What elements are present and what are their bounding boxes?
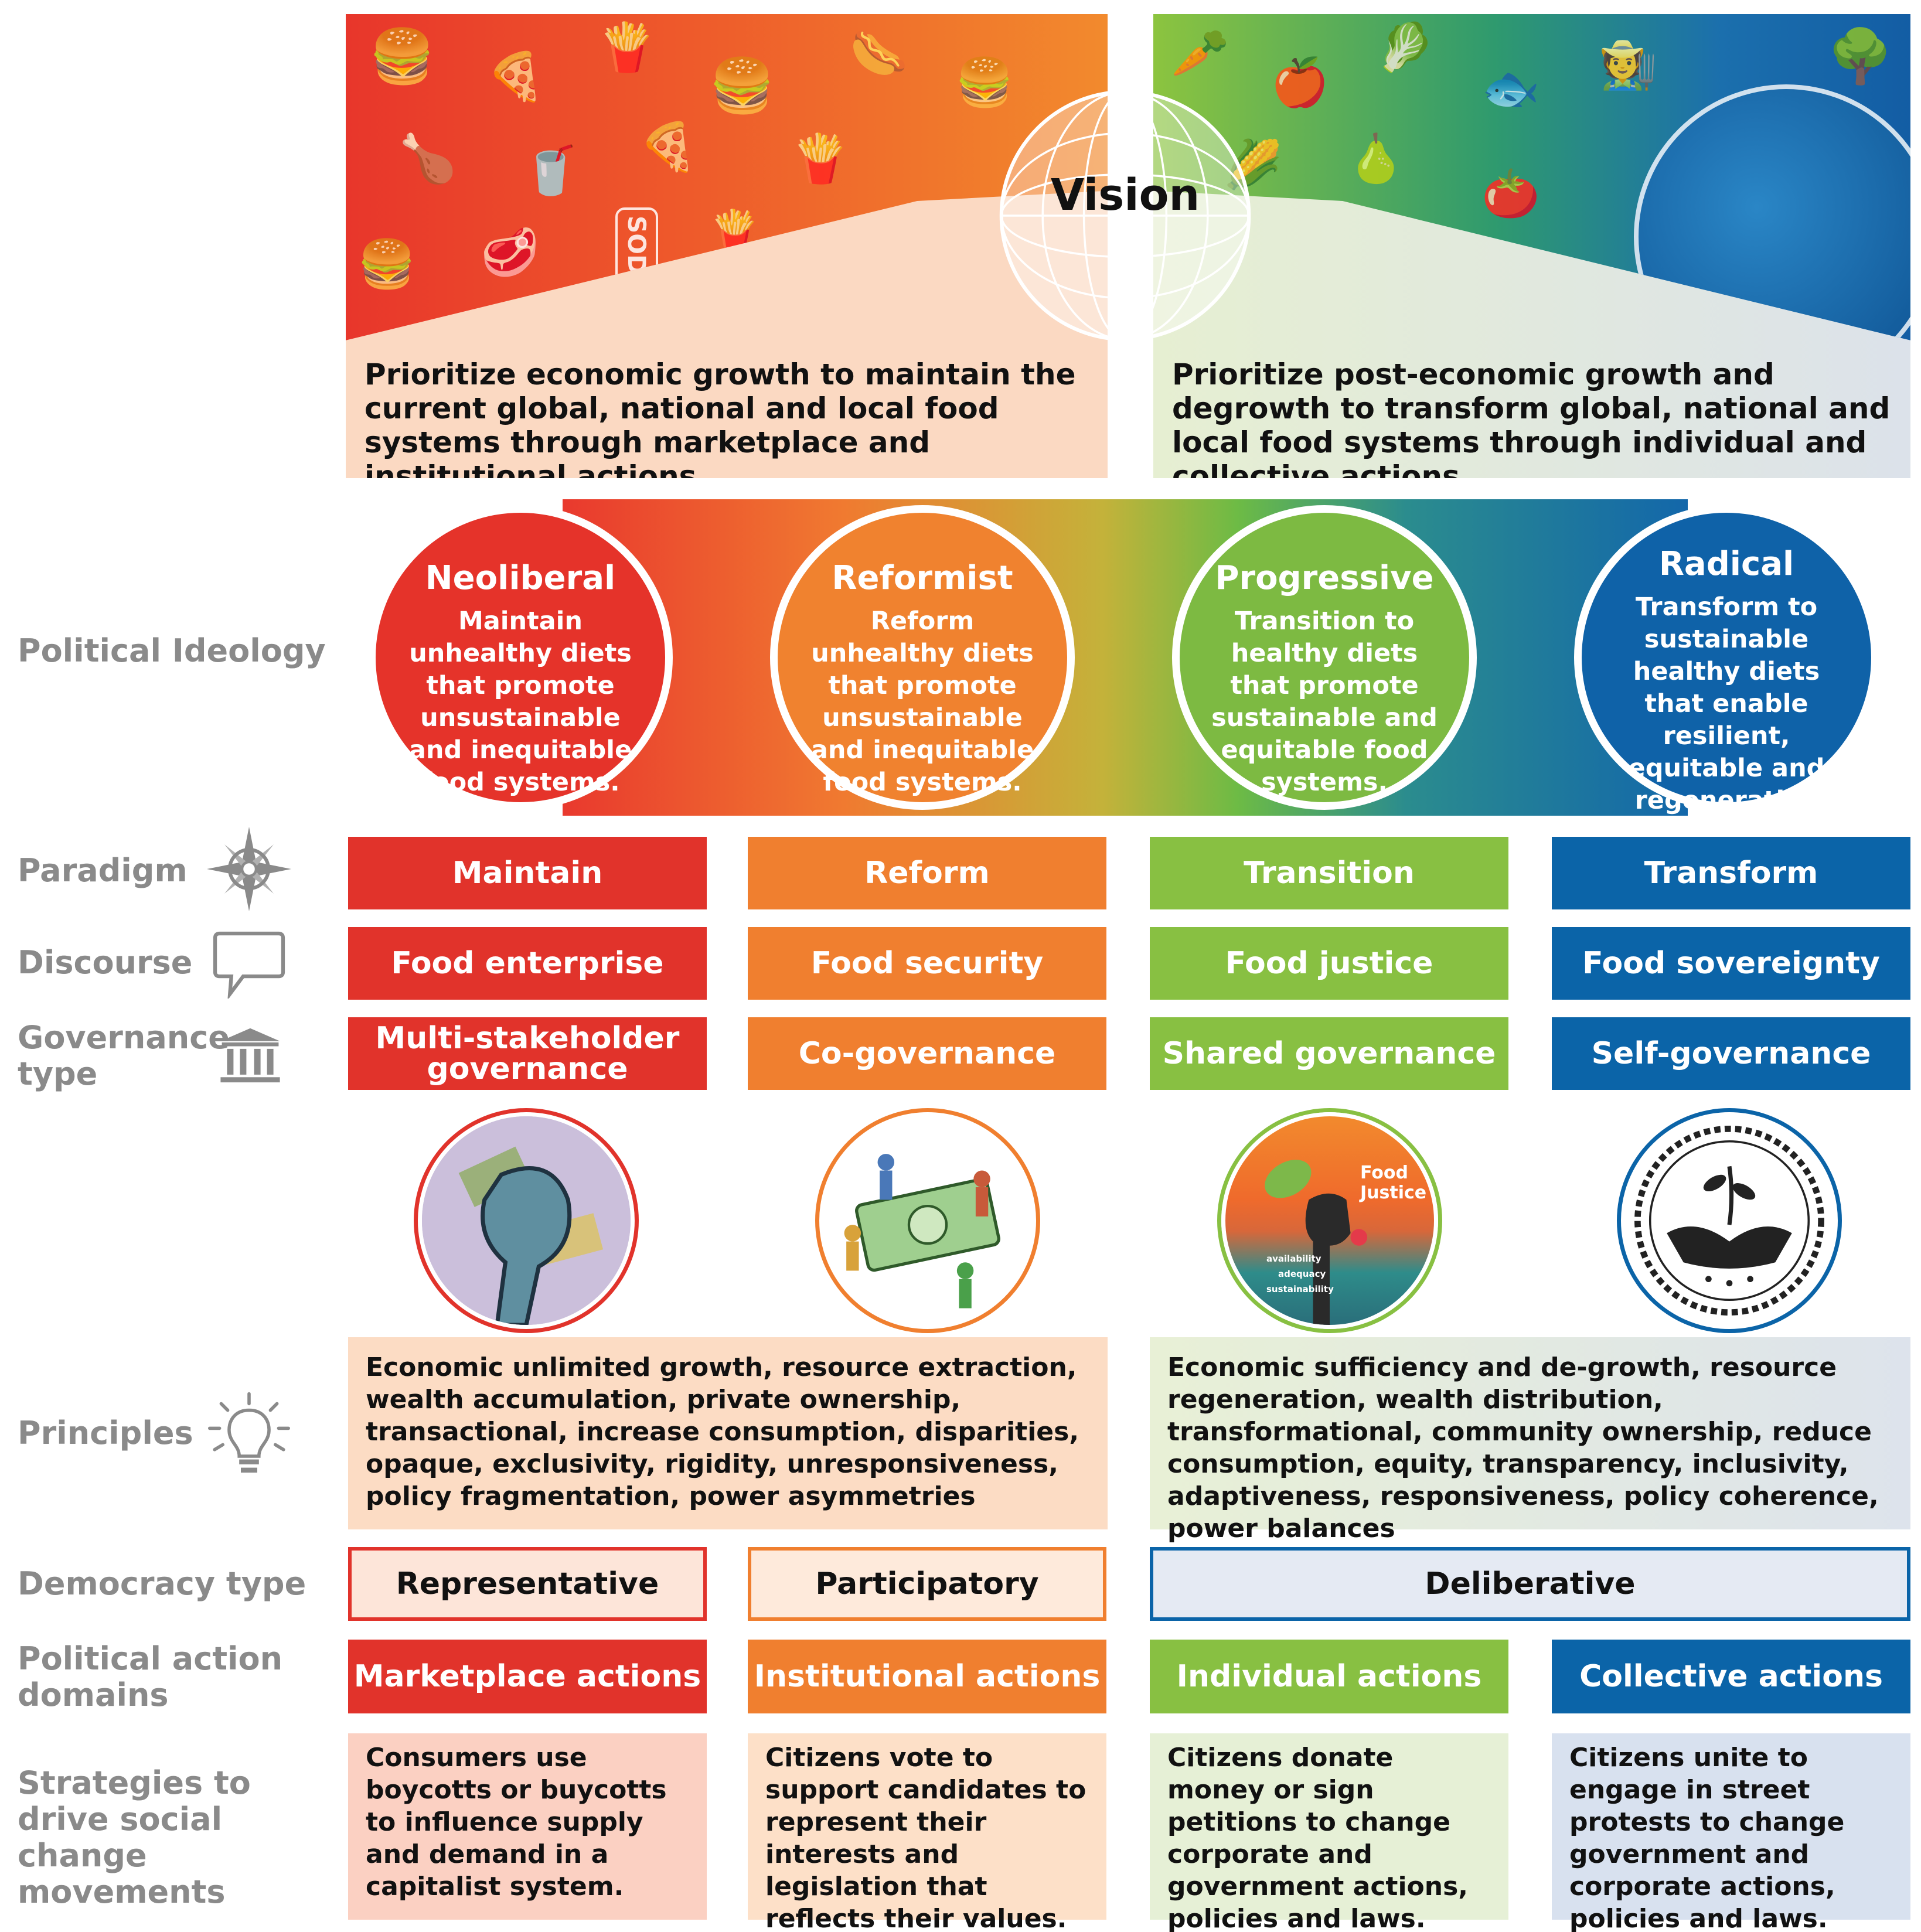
discourse-food-justice: Food justice [1150,927,1508,1000]
tomato-doodle-icon: 🍅 [1481,166,1540,221]
strategy-institutional: Citizens vote to support candidates to r… [748,1733,1106,1932]
discourse-food-sovereignty: Food sovereignty [1552,927,1910,1000]
corn-doodle-icon: 🌽 [1224,137,1282,192]
vision-right-text: Prioritize post-economic growth and degr… [1172,357,1891,478]
food-justice-poster-title: Food Justice [1360,1163,1427,1203]
soda-bottle-doodle: SODA [615,207,658,302]
governance-multi-stakeholder: Multi-stakeholder governance [348,1017,707,1090]
hotdog-doodle-icon: 🌭 [850,26,908,80]
ideology-reformist: Reformist Reform unhealthy diets that pr… [770,505,1075,810]
strategy-individual: Citizens donate money or sign petitions … [1150,1733,1508,1932]
ideology-neoliberal: Neoliberal Maintain unhealthy diets that… [368,505,673,810]
strategy-marketplace: Consumers use boycotts or buycotts to in… [348,1733,707,1920]
poster-line: sustainability [1266,1284,1334,1294]
ideology-description: Maintain unhealthy diets that promote un… [408,606,632,797]
vision-right-panel: 🥕 🍎 🥬 🐟 🌽 🍐 🍅 🧑‍🌾 🌳 Prioritize post-econ… [1153,14,1910,478]
democracy-representative: Representative [348,1547,707,1621]
action-institutional: Institutional actions [748,1640,1106,1713]
drumstick-doodle-icon: 🍗 [398,131,457,186]
label-strategies: Strategies to drive social change moveme… [18,1764,251,1910]
meat-doodle-icon: 🥩 [481,225,539,280]
governance-self: Self-governance [1552,1017,1910,1090]
pear-doodle-icon: 🍐 [1347,131,1405,186]
strategy-collective: Citizens unite to engage in street prote… [1552,1733,1910,1932]
fries-doodle-icon: 🍟 [791,131,850,186]
ideology-title: Neoliberal [425,559,616,597]
democracy-participatory: Participatory [748,1547,1106,1621]
raised-fist-icon [1265,1160,1368,1325]
label-political-ideology: Political Ideology [18,632,326,669]
burger-doodle-icon: 🍔 [357,237,416,291]
ideology-title: Progressive [1215,559,1434,597]
healthy-food-earth-illustration: 🥕 🍎 🥬 🐟 🌽 🍐 🍅 🧑‍🌾 🌳 [1153,14,1910,340]
poster-line: availability [1266,1253,1321,1264]
fries-doodle-icon: 🍟 [598,20,656,74]
vision-left-panel: 🍔 🍕 🍟 🍔 🌭 🍔 🍗 🥤 🍕 🍟 🍔 🥩 SODA 🍟 Prioritiz… [346,14,1108,478]
leaf-doodle-icon: 🥬 [1376,20,1435,74]
fish-doodle-icon: 🐟 [1481,61,1540,115]
government-building-icon [220,1028,280,1083]
fries-doodle-icon: 🍟 [709,207,761,255]
carrot-doodle-icon: 🥕 [1171,26,1229,80]
burger-doodle-icon: 🍔 [369,26,435,87]
ideology-gradient-band [563,499,1688,816]
food-justice-poster: Food Justice availability adequacy susta… [1221,1112,1438,1329]
ideology-description: Transform to sustainable healthy diets t… [1627,592,1826,847]
action-collective: Collective actions [1552,1640,1910,1713]
burger-doodle-icon: 🍔 [955,55,1014,110]
governance-shared: Shared governance [1150,1017,1508,1090]
lightbulb-icon [208,1392,290,1473]
ideology-description: Transition to healthy diets that promote… [1211,606,1438,797]
label-discourse: Discourse [18,944,193,981]
label-governance-type: Governance type [18,1019,230,1092]
ideology-description: Reform unhealthy diets that promote unsu… [810,606,1034,797]
paradigm-transform: Transform [1552,837,1910,909]
principles-right: Economic sufficiency and de-growth, reso… [1150,1337,1910,1543]
tree-doodle-icon: 🌳 [1827,26,1893,87]
democracy-deliberative: Deliberative [1150,1547,1910,1621]
discourse-food-security: Food security [748,927,1106,1000]
action-marketplace: Marketplace actions [348,1640,707,1713]
label-political-action-domains: Political action domains [18,1640,283,1713]
people-carrying-banknote-illustration [819,1112,1036,1329]
fast-food-illustration: 🍔 🍕 🍟 🍔 🌭 🍔 🍗 🥤 🍕 🍟 🍔 🥩 SODA 🍟 [346,14,1108,340]
label-paradigm: Paradigm [18,852,188,889]
ideology-title: Reformist [832,559,1013,597]
compass-rose-icon [207,827,291,911]
people-doodle-icon: 🧑‍🌾 [1599,38,1657,92]
earth-globe-illustration [1634,84,1910,340]
vision-left-text: Prioritize economic growth to maintain t… [365,357,1076,478]
speech-bubble-icon [213,931,285,999]
paradigm-maintain: Maintain [348,837,707,909]
cup-doodle-icon: 🥤 [522,143,580,197]
paradigm-transition: Transition [1150,837,1508,909]
principles-left: Economic unlimited growth, resource extr… [348,1337,1108,1529]
discourse-food-enterprise: Food enterprise [348,927,707,1000]
vision-title: Vision [1050,170,1200,220]
label-principles: Principles [18,1415,193,1451]
paradigm-reform: Reform [748,837,1106,909]
apple-doodle-icon: 🍎 [1271,55,1329,110]
poster-line: adequacy [1278,1269,1326,1279]
ideology-radical: Radical Transform to sustainable healthy… [1574,505,1879,847]
globe-icon [999,90,1251,342]
ideology-title: Radical [1658,545,1794,583]
burger-doodle-icon: 🍔 [709,55,775,117]
hands-seedling-seal-illustration [1621,1112,1838,1329]
governance-co-governance: Co-governance [748,1017,1106,1090]
pizza-doodle-icon: 🍕 [639,120,697,174]
action-individual: Individual actions [1150,1640,1508,1713]
ideology-progressive: Progressive Transition to healthy diets … [1172,505,1477,810]
food-justice-poster-lines: availability adequacy sustainability [1266,1251,1334,1297]
fist-money-illustration [418,1112,635,1329]
pizza-doodle-icon: 🍕 [486,49,545,104]
label-democracy-type: Democracy type [18,1565,306,1602]
